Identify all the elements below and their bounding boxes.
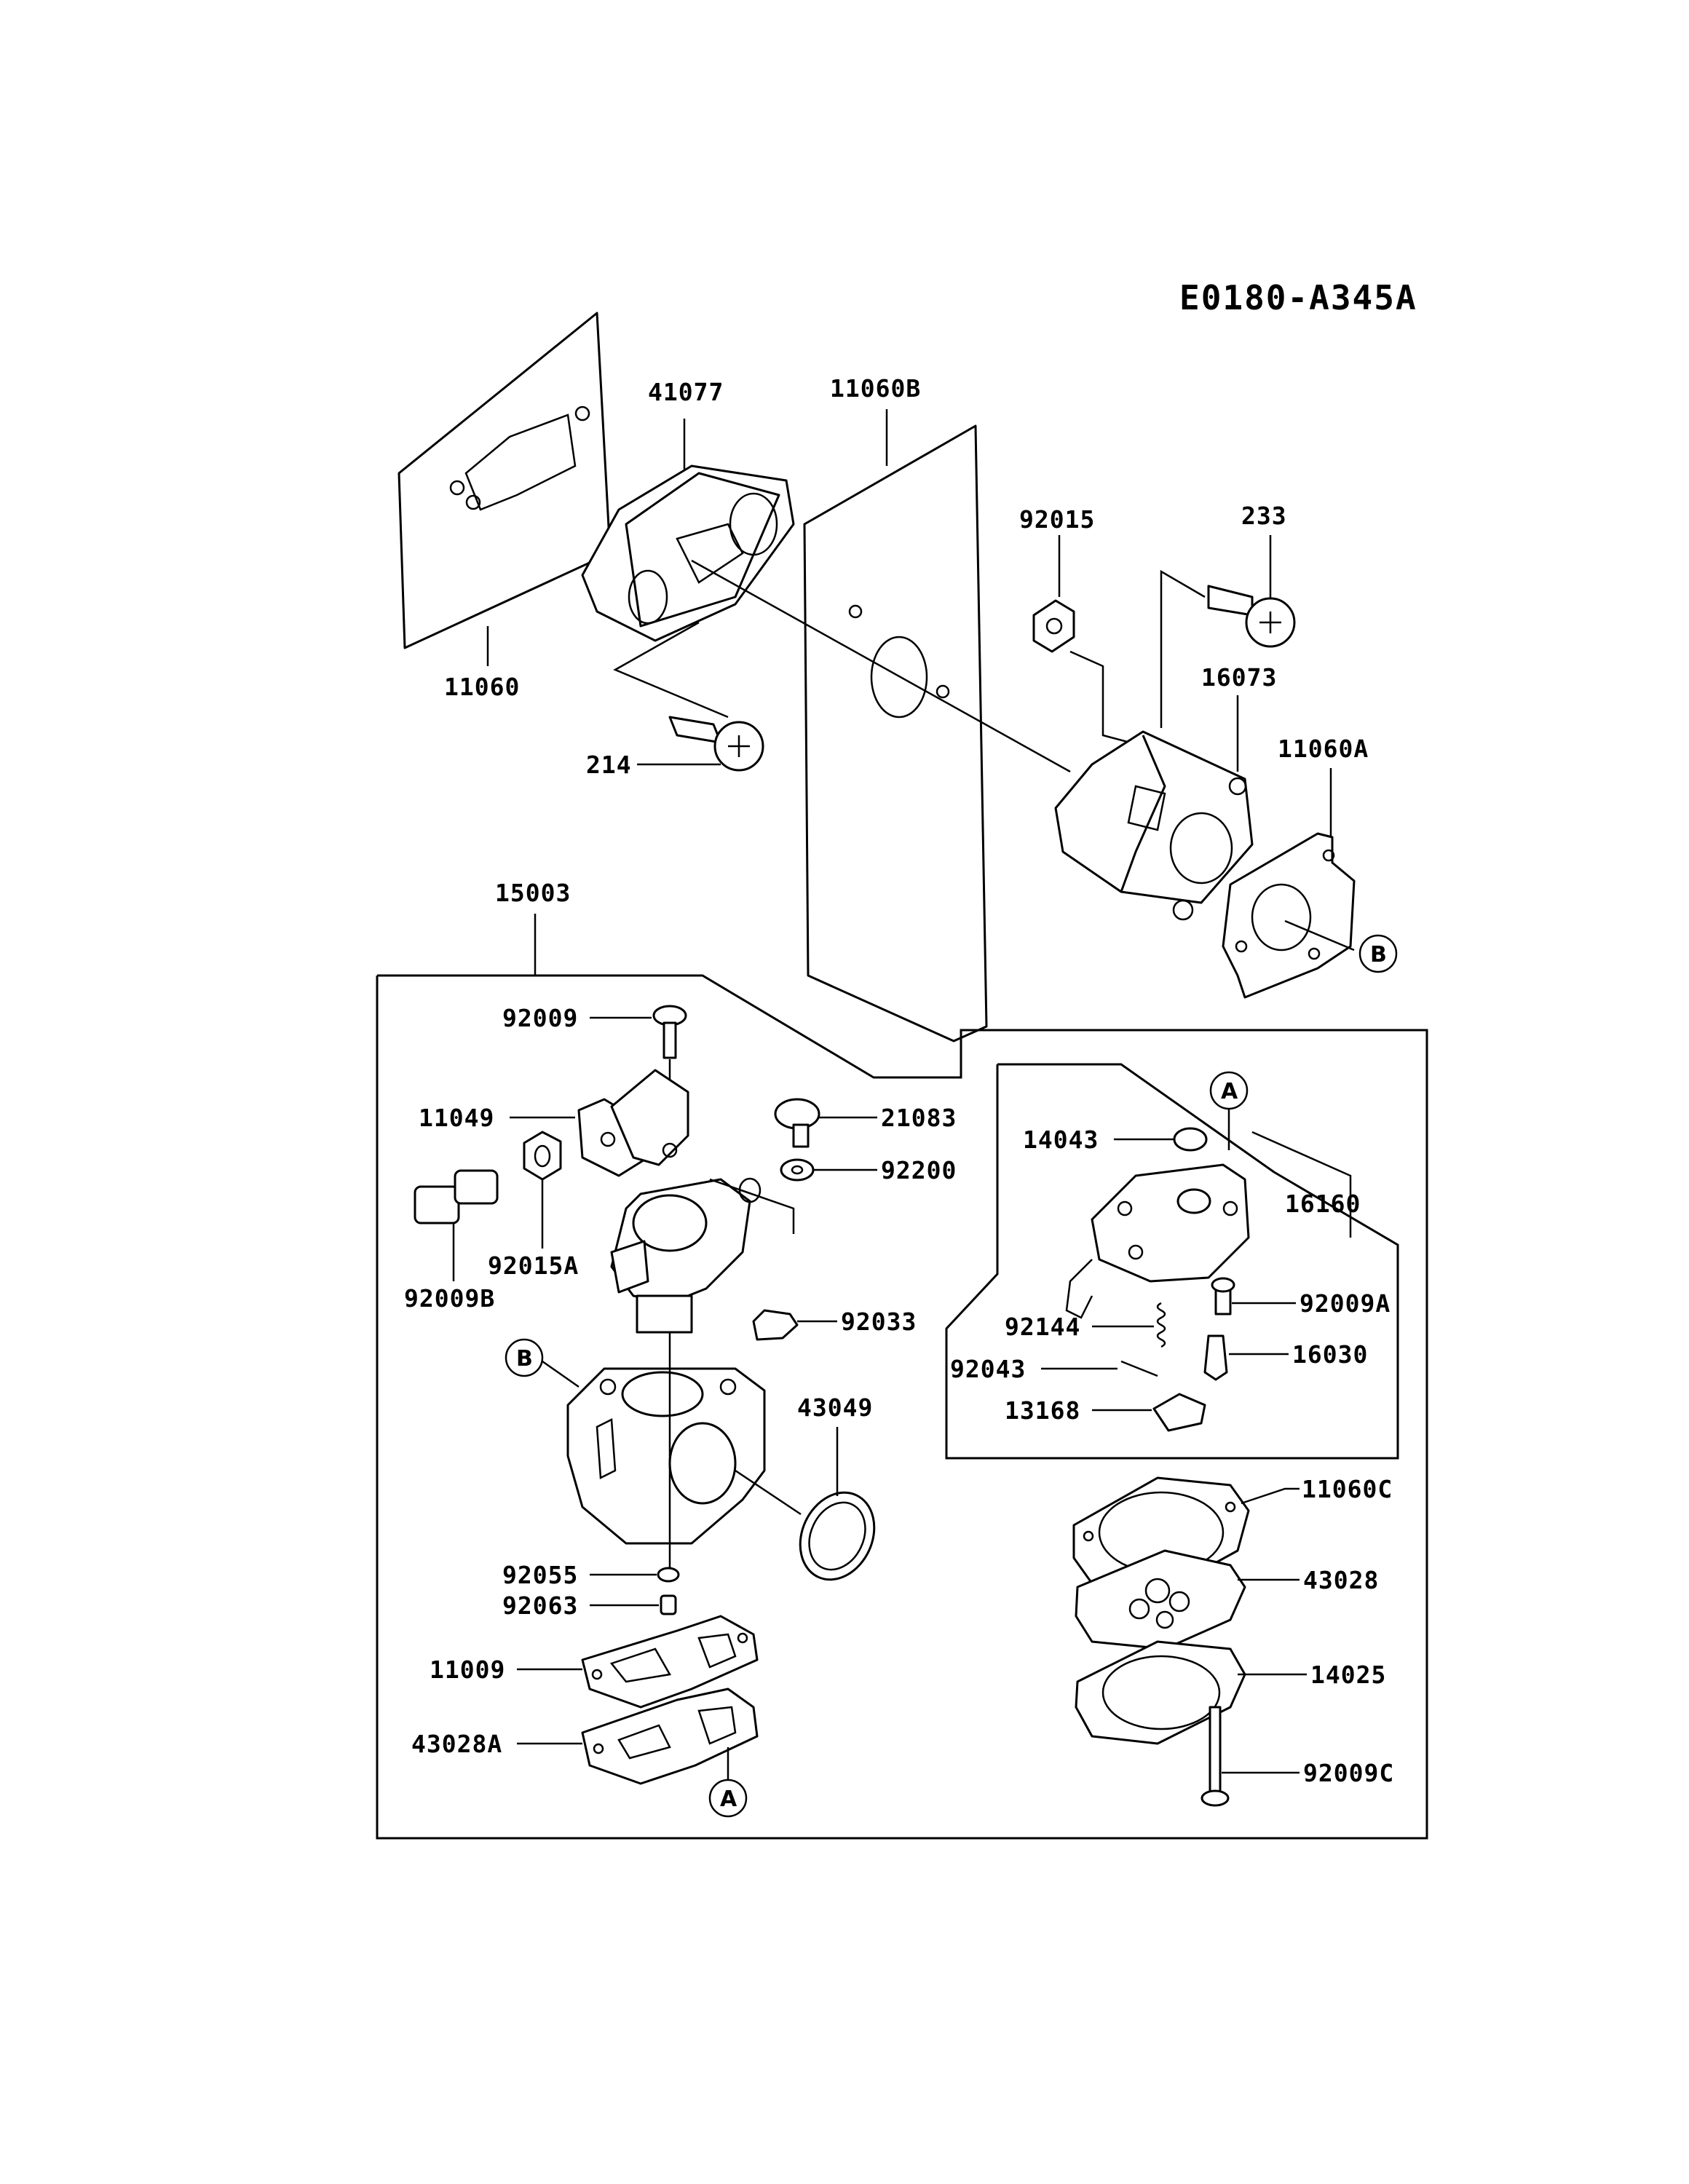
part-92009-screw[interactable] [652,1005,687,1059]
label-11009: 11009 [430,1655,505,1684]
label-92055: 92055 [502,1561,578,1589]
part-43049-oring[interactable] [786,1481,887,1592]
leader-16160 [1251,1131,1352,1238]
part-11009-gasket[interactable] [581,1615,759,1709]
part-92200-washer[interactable] [780,1158,815,1182]
part-11049-lever[interactable] [577,1069,689,1177]
label-214: 214 [586,751,632,779]
label-92033: 92033 [841,1307,917,1336]
part-13168-lever[interactable] [1152,1393,1206,1432]
label-92009C: 92009C [1303,1759,1394,1787]
part-throttle-body[interactable] [610,1177,762,1334]
marker-b-lower: B [505,1338,544,1377]
label-92200: 92200 [881,1156,957,1184]
part-21083-screw[interactable] [774,1098,820,1148]
part-92009B-fitting[interactable] [414,1169,499,1224]
part-carburetor-body[interactable] [566,1367,766,1545]
label-16073: 16073 [1201,663,1277,692]
label-16030: 16030 [1292,1340,1368,1369]
label-16160: 16160 [1285,1190,1361,1218]
diagram-code: E0180-A345A [1179,278,1417,317]
marker-a-upper: A [1209,1071,1249,1110]
part-92033-clip[interactable] [752,1309,799,1341]
part-92043-pin[interactable] [1120,1360,1158,1377]
leader-throttle-align [709,1178,795,1234]
part-41077-insulator[interactable] [581,464,795,642]
label-14025: 14025 [1310,1661,1386,1689]
leader-11060C [1241,1487,1300,1505]
svg-text:B: B [1370,942,1387,968]
frame-16160 [945,1063,1399,1460]
leader-233-align [1160,569,1206,728]
part-43028A-diaphragm[interactable] [581,1688,759,1785]
leader-214 [613,621,729,719]
frame-15003 [376,974,1428,1840]
svg-text:A: A [720,1787,737,1812]
part-92063-jet[interactable] [660,1594,677,1615]
part-16030-needle[interactable] [1203,1334,1228,1381]
label-13168: 13168 [1005,1396,1080,1425]
label-43049: 43049 [797,1393,873,1422]
label-14043: 14043 [1023,1125,1099,1154]
marker-a-lower: A [708,1779,748,1818]
svg-text:B: B [516,1346,533,1372]
label-11060: 11060 [444,673,520,701]
part-16160-pump[interactable] [1065,1163,1250,1319]
label-92015A: 92015A [488,1251,579,1280]
part-14043-valve[interactable] [1173,1127,1208,1152]
part-11060-gasket[interactable] [397,312,612,649]
label-92009A: 92009A [1300,1289,1391,1318]
leader-41077-to-16073 [691,559,1071,773]
svg-text:A: A [1221,1079,1238,1104]
label-92063: 92063 [502,1591,578,1620]
label-11049: 11049 [419,1104,494,1132]
label-21083: 21083 [881,1104,957,1132]
label-11060B: 11060B [830,374,921,403]
leader-43049-align [735,1469,802,1516]
label-43028: 43028 [1303,1566,1379,1594]
label-92043: 92043 [950,1355,1026,1383]
part-11060A-gasket[interactable] [1222,832,1356,999]
part-11060B-plate[interactable] [803,424,988,1042]
label-233: 233 [1241,502,1287,530]
part-233-bolt[interactable] [1207,585,1296,648]
part-92055-ring[interactable] [657,1567,680,1583]
label-92009B: 92009B [404,1284,495,1313]
label-92009: 92009 [502,1004,578,1032]
label-92015: 92015 [1019,505,1095,534]
part-43028-diaphragm[interactable] [1075,1549,1246,1650]
label-92144: 92144 [1005,1313,1080,1341]
marker-b-upper: B [1358,934,1398,973]
leader-B-upper [1284,919,1355,951]
part-14025-cover[interactable] [1075,1640,1246,1745]
part-92009A-screw[interactable] [1211,1277,1235,1315]
part-92144-spring[interactable] [1156,1302,1166,1348]
part-16073-intake[interactable] [1054,730,1254,921]
label-15003: 15003 [495,879,571,907]
part-92015A-nut[interactable] [523,1131,562,1181]
label-41077: 41077 [648,378,724,406]
label-11060A: 11060A [1278,735,1369,763]
label-43028A: 43028A [411,1730,502,1758]
part-92009C-screw[interactable] [1201,1706,1230,1807]
part-92015-nut[interactable] [1032,599,1075,653]
part-214-screw[interactable] [668,716,764,772]
label-11060C: 11060C [1302,1475,1393,1503]
leader-b-lower [542,1360,580,1388]
